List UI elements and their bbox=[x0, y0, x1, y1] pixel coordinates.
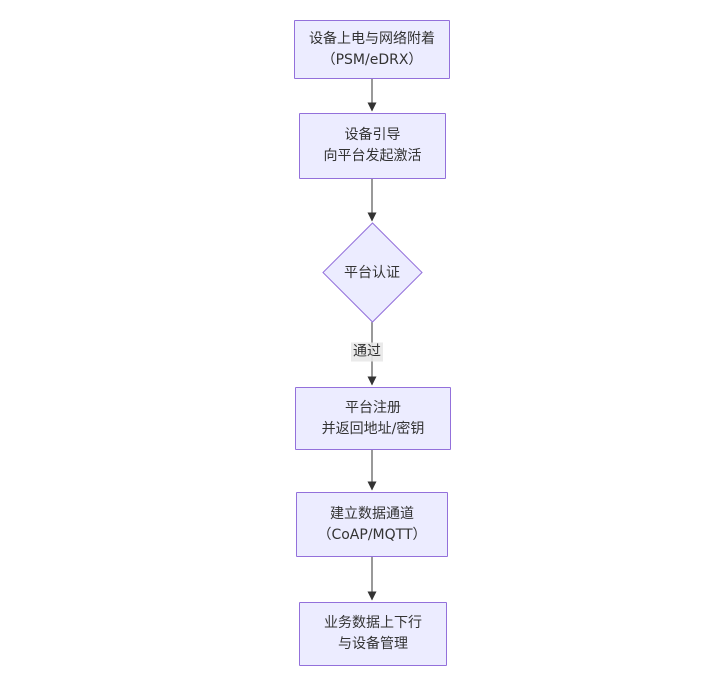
flow-node-business-data: 业务数据上下行 与设备管理 bbox=[299, 602, 447, 666]
decision-diamond-label: 平台认证 bbox=[344, 265, 400, 281]
node-text-line: 平台注册 bbox=[345, 399, 401, 416]
node-text-line: 向平台发起激活 bbox=[323, 148, 422, 164]
flow-node-data-channel: 建立数据通道 （CoAP/MQTT） bbox=[296, 492, 448, 557]
node-text-line: 与设备管理 bbox=[338, 636, 408, 652]
flow-node-device-bootstrap: 设备引导 向平台发起激活 bbox=[299, 113, 446, 179]
node-text-line: （PSM/eDRX） bbox=[321, 51, 423, 68]
edge-label-pass: 通过 bbox=[351, 342, 383, 362]
node-text-line: （CoAP/MQTT） bbox=[317, 526, 427, 543]
flow-node-power-network-attach: 设备上电与网络附着 （PSM/eDRX） bbox=[294, 20, 450, 79]
node-text-line: 设备引导 bbox=[344, 127, 401, 143]
flow-node-platform-register: 平台注册 并返回地址/密钥 bbox=[295, 387, 451, 450]
node-text-line: 并返回地址/密钥 bbox=[321, 420, 425, 437]
node-text-line: 业务数据上下行 bbox=[324, 615, 422, 631]
node-text-line: 设备上电与网络附着 bbox=[309, 30, 435, 47]
node-text-line: 建立数据通道 bbox=[330, 505, 414, 522]
